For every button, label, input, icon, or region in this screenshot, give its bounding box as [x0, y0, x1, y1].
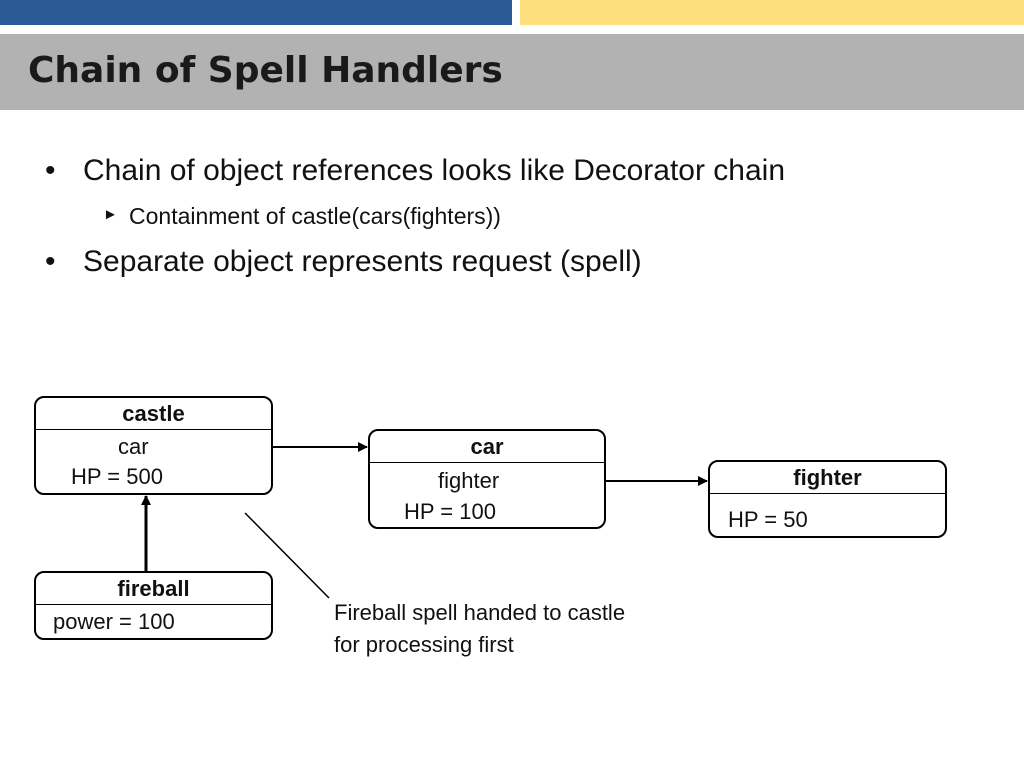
caption-line: Fireball spell handed to castle: [334, 600, 626, 625]
fireball-power-field: power = 100: [53, 609, 175, 634]
fighter-object-box: fighter HP = 50: [708, 460, 947, 538]
bullet-text: Chain of object references looks like De…: [83, 154, 786, 187]
car-title: car: [370, 431, 604, 463]
bullet-item: • Chain of object references looks like …: [45, 154, 786, 188]
castle-title: castle: [36, 398, 271, 430]
top-band-blue: [0, 0, 512, 25]
sub-bullet-text: Containment of castle(cars(fighters)): [129, 203, 501, 229]
fighter-hp-field: HP = 50: [728, 507, 808, 532]
title-bar: [0, 34, 1024, 110]
bullet-icon: •: [45, 245, 56, 278]
fighter-title: fighter: [710, 462, 945, 494]
diagram-caption: Fireball spell handed to castle for proc…: [334, 597, 625, 661]
bullet-text: Separate object represents request (spel…: [83, 245, 642, 278]
castle-ref-field: car: [118, 434, 149, 459]
caption-leader-line: [244, 512, 330, 599]
bullet-icon: •: [45, 154, 56, 187]
castle-object-box: castle car HP = 500: [34, 396, 273, 495]
triangle-bullet-icon: ►: [103, 206, 118, 223]
slide-title: Chain of Spell Handlers: [28, 50, 503, 91]
castle-hp-field: HP = 500: [71, 464, 163, 489]
caption-line: for processing first: [334, 632, 514, 657]
sub-bullet-item: ► Containment of castle(cars(fighters)): [103, 203, 501, 230]
car-hp-field: HP = 100: [404, 499, 496, 524]
fireball-title: fireball: [36, 573, 271, 605]
car-ref-field: fighter: [438, 468, 500, 493]
bullet-item: • Separate object represents request (sp…: [45, 245, 642, 279]
car-object-box: car fighter HP = 100: [368, 429, 606, 529]
fireball-request-box: fireball power = 100: [34, 571, 273, 640]
top-band-yellow: [520, 0, 1024, 25]
